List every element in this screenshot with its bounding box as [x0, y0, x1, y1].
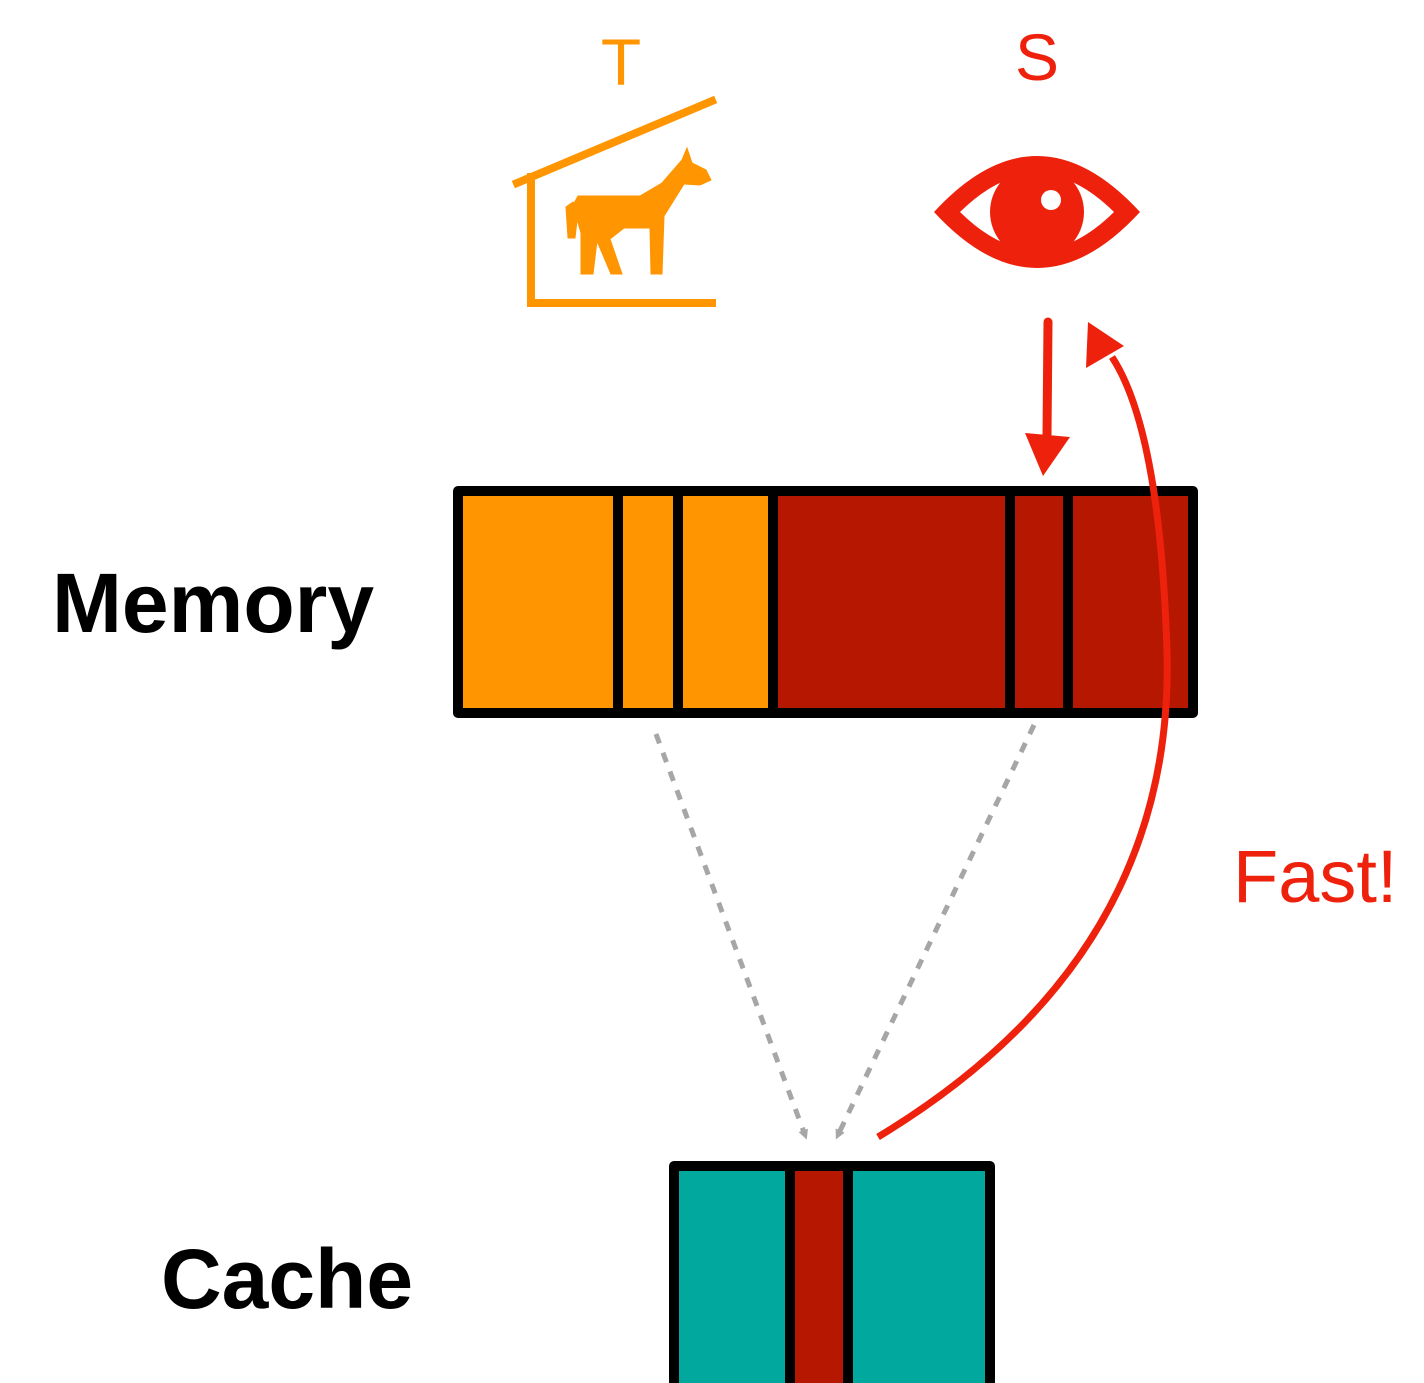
spy-access-arrow-shaft: [1042, 317, 1053, 441]
memory-segment-trojan: [453, 486, 623, 718]
cache-label: Cache: [161, 1232, 413, 1326]
eye-icon: [934, 156, 1140, 268]
horse-stable-icon: [511, 95, 718, 307]
fast-return-arrowhead: [1086, 322, 1124, 368]
trojan-label: T: [601, 25, 641, 99]
memory-segment-trojan: [673, 486, 778, 718]
fast-return-curve: [876, 355, 1171, 1140]
memory-block: [453, 486, 1198, 718]
memory-to-cache-mapping-arrow-spy: [835, 723, 1037, 1140]
cache-block: [669, 1161, 995, 1383]
cache-line-empty: [843, 1161, 995, 1383]
memory-to-cache-mapping-arrow-trojan: [653, 733, 808, 1140]
cache-line-cached-spy-line: [785, 1161, 853, 1383]
fast-label: Fast!: [1233, 835, 1397, 918]
memory-label: Memory: [52, 556, 374, 650]
spy-access-arrowhead: [1025, 433, 1070, 476]
cache-line-empty: [669, 1161, 795, 1383]
memory-segment-spy: [768, 486, 1015, 718]
memory-segment-trojan: [613, 486, 683, 718]
memory-segment-spy: [1063, 486, 1198, 718]
memory-segment-spy: [1005, 486, 1073, 718]
spy-label: S: [1015, 20, 1059, 94]
